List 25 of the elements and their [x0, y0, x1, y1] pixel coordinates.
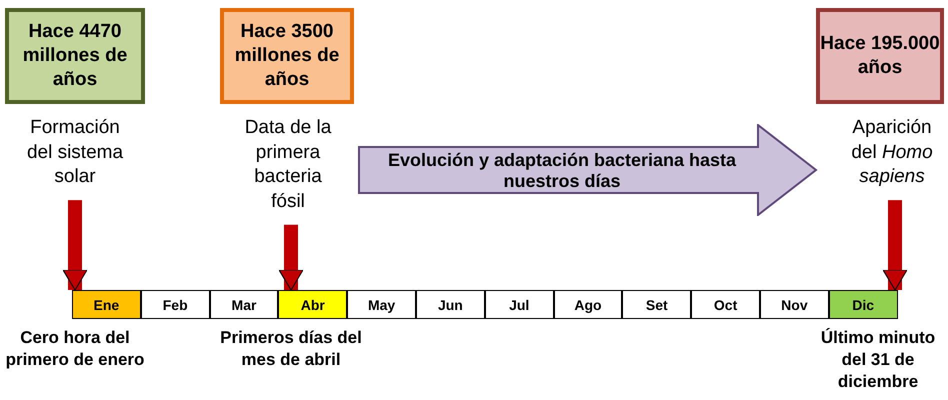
month-cell: Ago: [554, 290, 622, 319]
time-note: Último minuto del 31 de diciembre: [820, 327, 936, 394]
date-box: Hace 3500 millones de años: [220, 8, 354, 104]
month-cell: Jul: [484, 290, 554, 319]
month-cell: Dic: [828, 290, 898, 319]
month-cell: Jun: [416, 290, 485, 319]
month-cell: May: [347, 290, 416, 319]
date-box: Hace 4470 millones de años: [5, 8, 145, 104]
down-arrow: [278, 224, 304, 290]
month-cell: Feb: [140, 290, 210, 319]
month-cell: Nov: [760, 290, 829, 319]
month-cell: Oct: [691, 290, 760, 319]
month-cell: Ene: [72, 290, 141, 319]
month-cell: Abr: [278, 290, 348, 319]
time-note: Cero hora del primero de enero: [4, 327, 146, 372]
down-arrow: [882, 200, 908, 290]
event-description: Aparición del Homo sapiens: [850, 116, 934, 190]
month-cell: Mar: [210, 290, 278, 319]
down-arrow: [62, 200, 88, 290]
event-description: Formación del sistema solar: [26, 116, 124, 190]
time-note: Primeros días del mes de abril: [219, 327, 363, 372]
date-box: Hace 195.000 años: [816, 8, 944, 104]
event-description: Data de la primera bacteria fósil: [244, 116, 332, 214]
arrow-label: Evolución y adaptación bacteriana hasta nuestros días: [386, 150, 738, 192]
month-cell: Set: [622, 290, 692, 319]
